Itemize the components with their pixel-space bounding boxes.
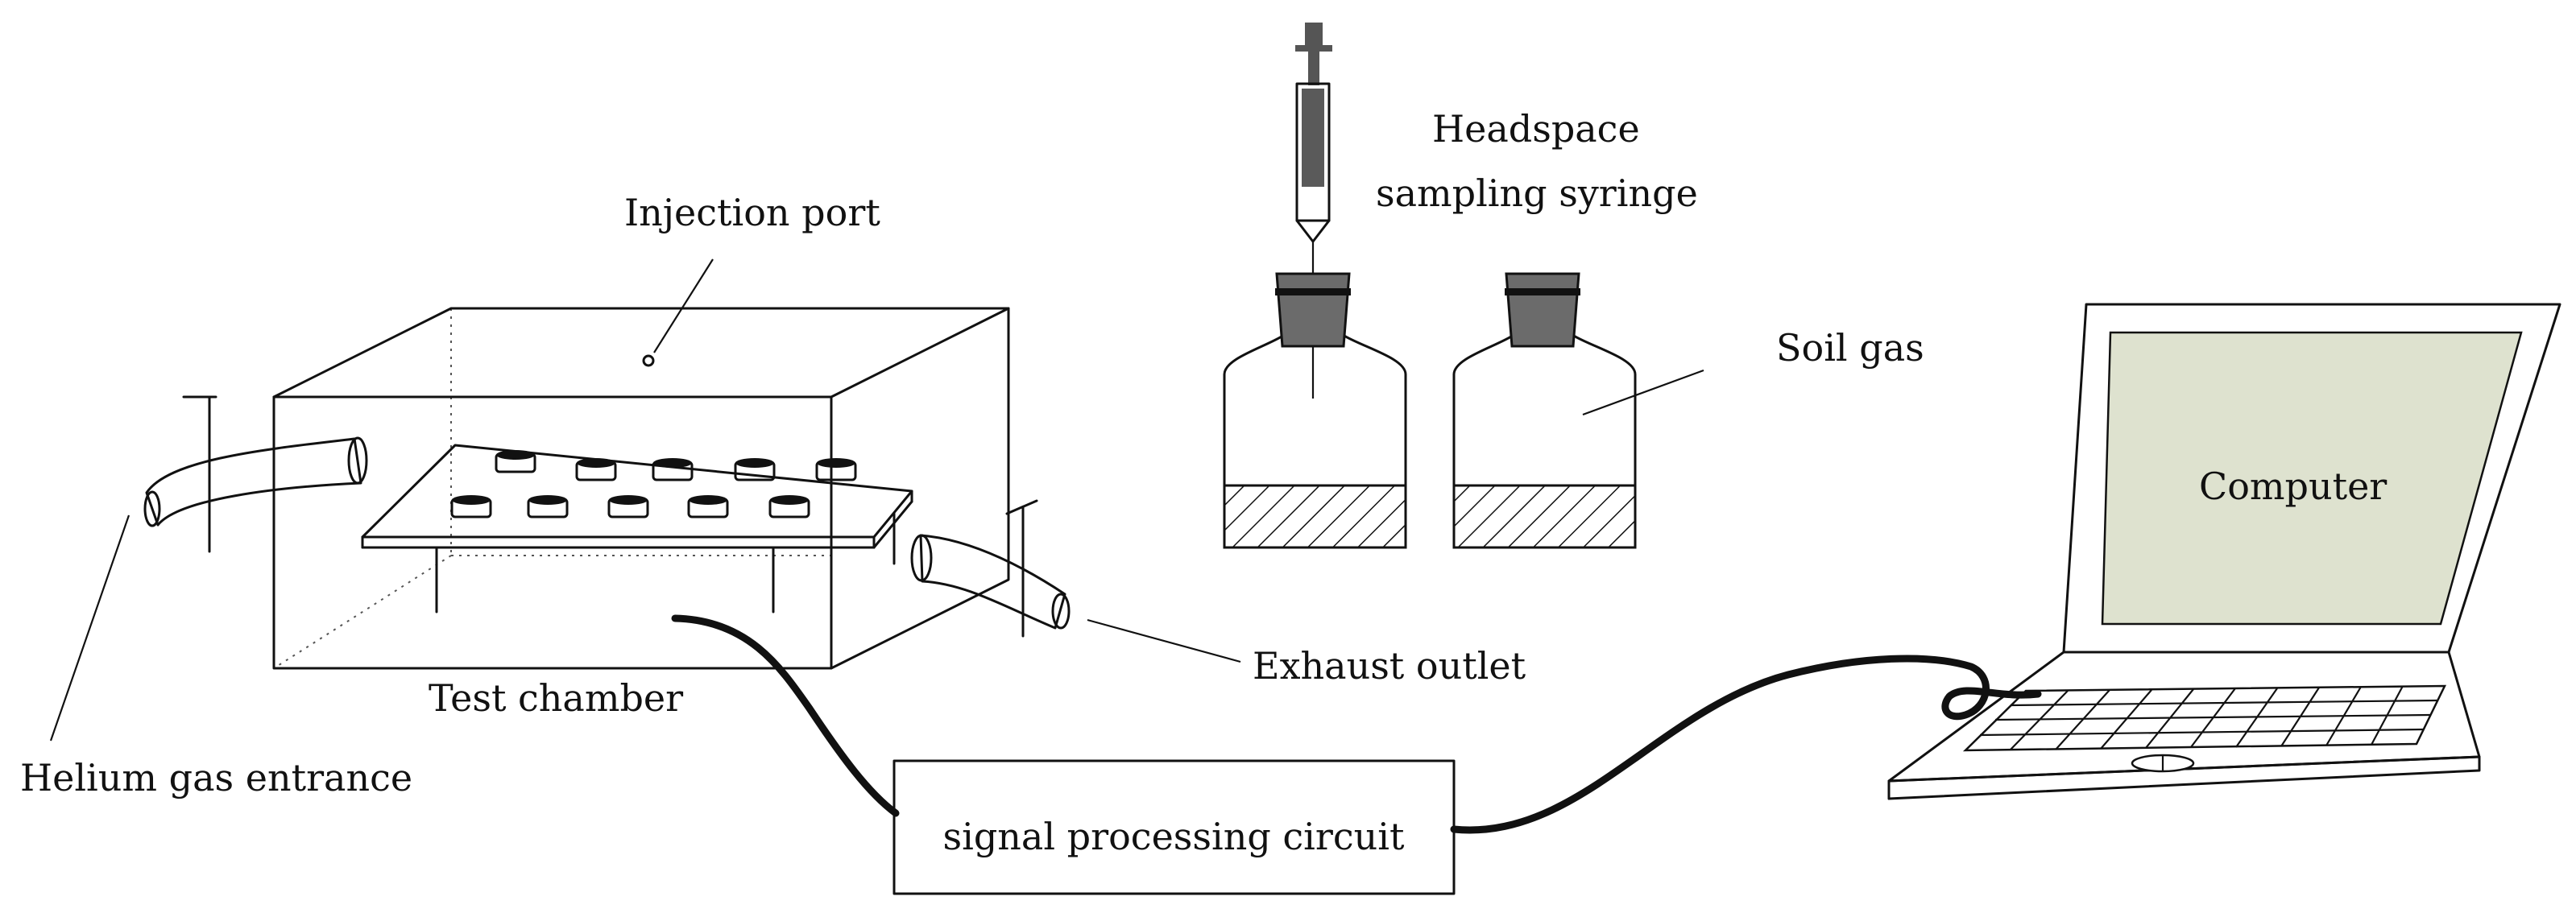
helium-inlet-valve — [182, 395, 217, 553]
gas-sensor — [815, 458, 857, 481]
helium-gas-entrance-label: Helium gas entrance — [20, 756, 412, 799]
gas-sensor — [575, 458, 617, 481]
gas-sensor — [652, 458, 694, 481]
test-chamber — [272, 307, 1010, 670]
laptop-computer — [1887, 303, 2562, 800]
sample-bottle-right — [1452, 272, 1637, 549]
helium-inlet-pipe — [143, 395, 368, 553]
injection-port — [642, 258, 714, 367]
test-chamber-label: Test chamber — [429, 676, 683, 720]
exhaust-outlet-label: Exhaust outlet — [1253, 644, 1526, 688]
exhaust-outlet-valve — [1005, 499, 1038, 638]
sensor-tray — [361, 444, 913, 613]
sample-bottle-left — [1223, 272, 1407, 549]
injection-port-leader — [653, 258, 714, 353]
gas-sensor — [607, 495, 649, 518]
bottle-stopper — [1275, 272, 1351, 348]
gas-sensor — [450, 495, 492, 518]
exhaust-outlet-pipe — [910, 499, 1071, 638]
gas-sensor — [527, 495, 569, 518]
gas-sensor — [687, 495, 729, 518]
laptop-screen — [2101, 331, 2523, 626]
gas-sensor-array — [450, 450, 857, 518]
bottle-stopper — [1505, 272, 1580, 348]
helium-leader — [49, 514, 130, 742]
injection-port-hole — [642, 354, 655, 367]
computer-cable — [1450, 655, 2042, 834]
computer-label: Computer — [2199, 465, 2387, 508]
signal-processing-circuit-label: signal processing circuit — [943, 815, 1405, 858]
sensor-cable — [671, 614, 900, 817]
soil-gas-leader — [1582, 369, 1704, 416]
injection-port-label: Injection port — [624, 191, 880, 234]
headspace-label-line1: Headspace — [1432, 107, 1640, 151]
exhaust-leader — [1087, 618, 1241, 663]
gas-sensor — [495, 450, 536, 473]
gas-sensor — [734, 458, 776, 481]
soil-gas-label: Soil gas — [1776, 326, 1924, 370]
gas-sensor — [768, 495, 810, 518]
headspace-label-line2: sampling syringe — [1376, 171, 1698, 215]
